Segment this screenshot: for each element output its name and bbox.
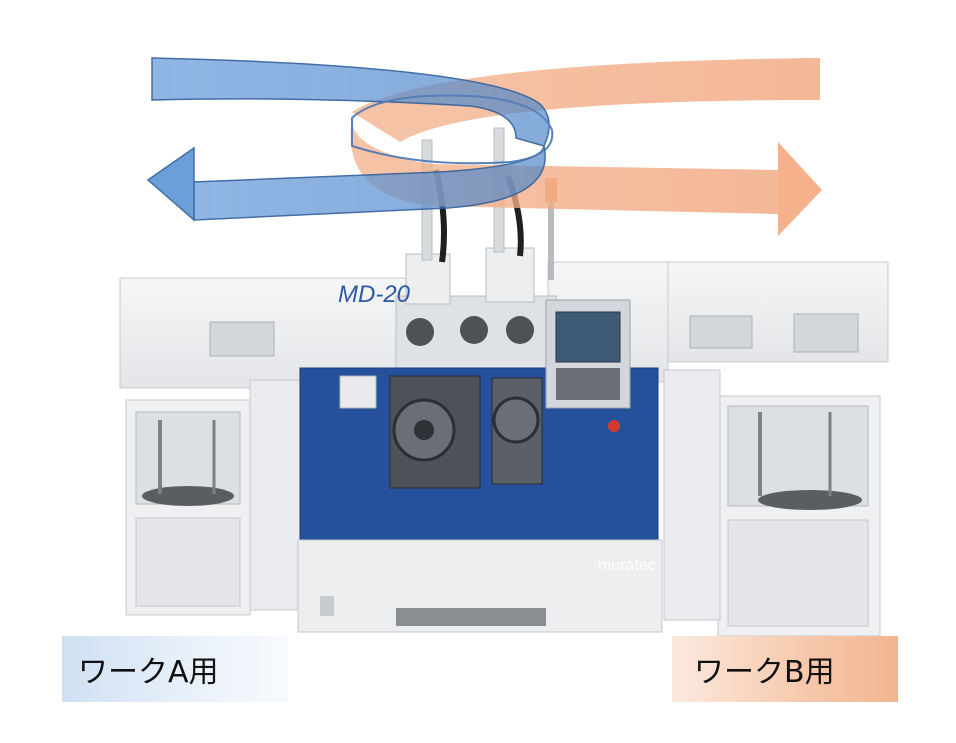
workpiece-a-text: ワークA用 [78,655,219,690]
brand-logo: muratec [598,557,656,574]
workpiece-a-label: ワークA用 [62,636,288,702]
model-badge: MD-20 [338,281,411,308]
machine-body [119,127,889,637]
workpiece-b-text: ワークB用 [694,655,835,690]
arrow-left-blue [146,57,554,222]
workpiece-b-label: ワークB用 [672,636,898,702]
